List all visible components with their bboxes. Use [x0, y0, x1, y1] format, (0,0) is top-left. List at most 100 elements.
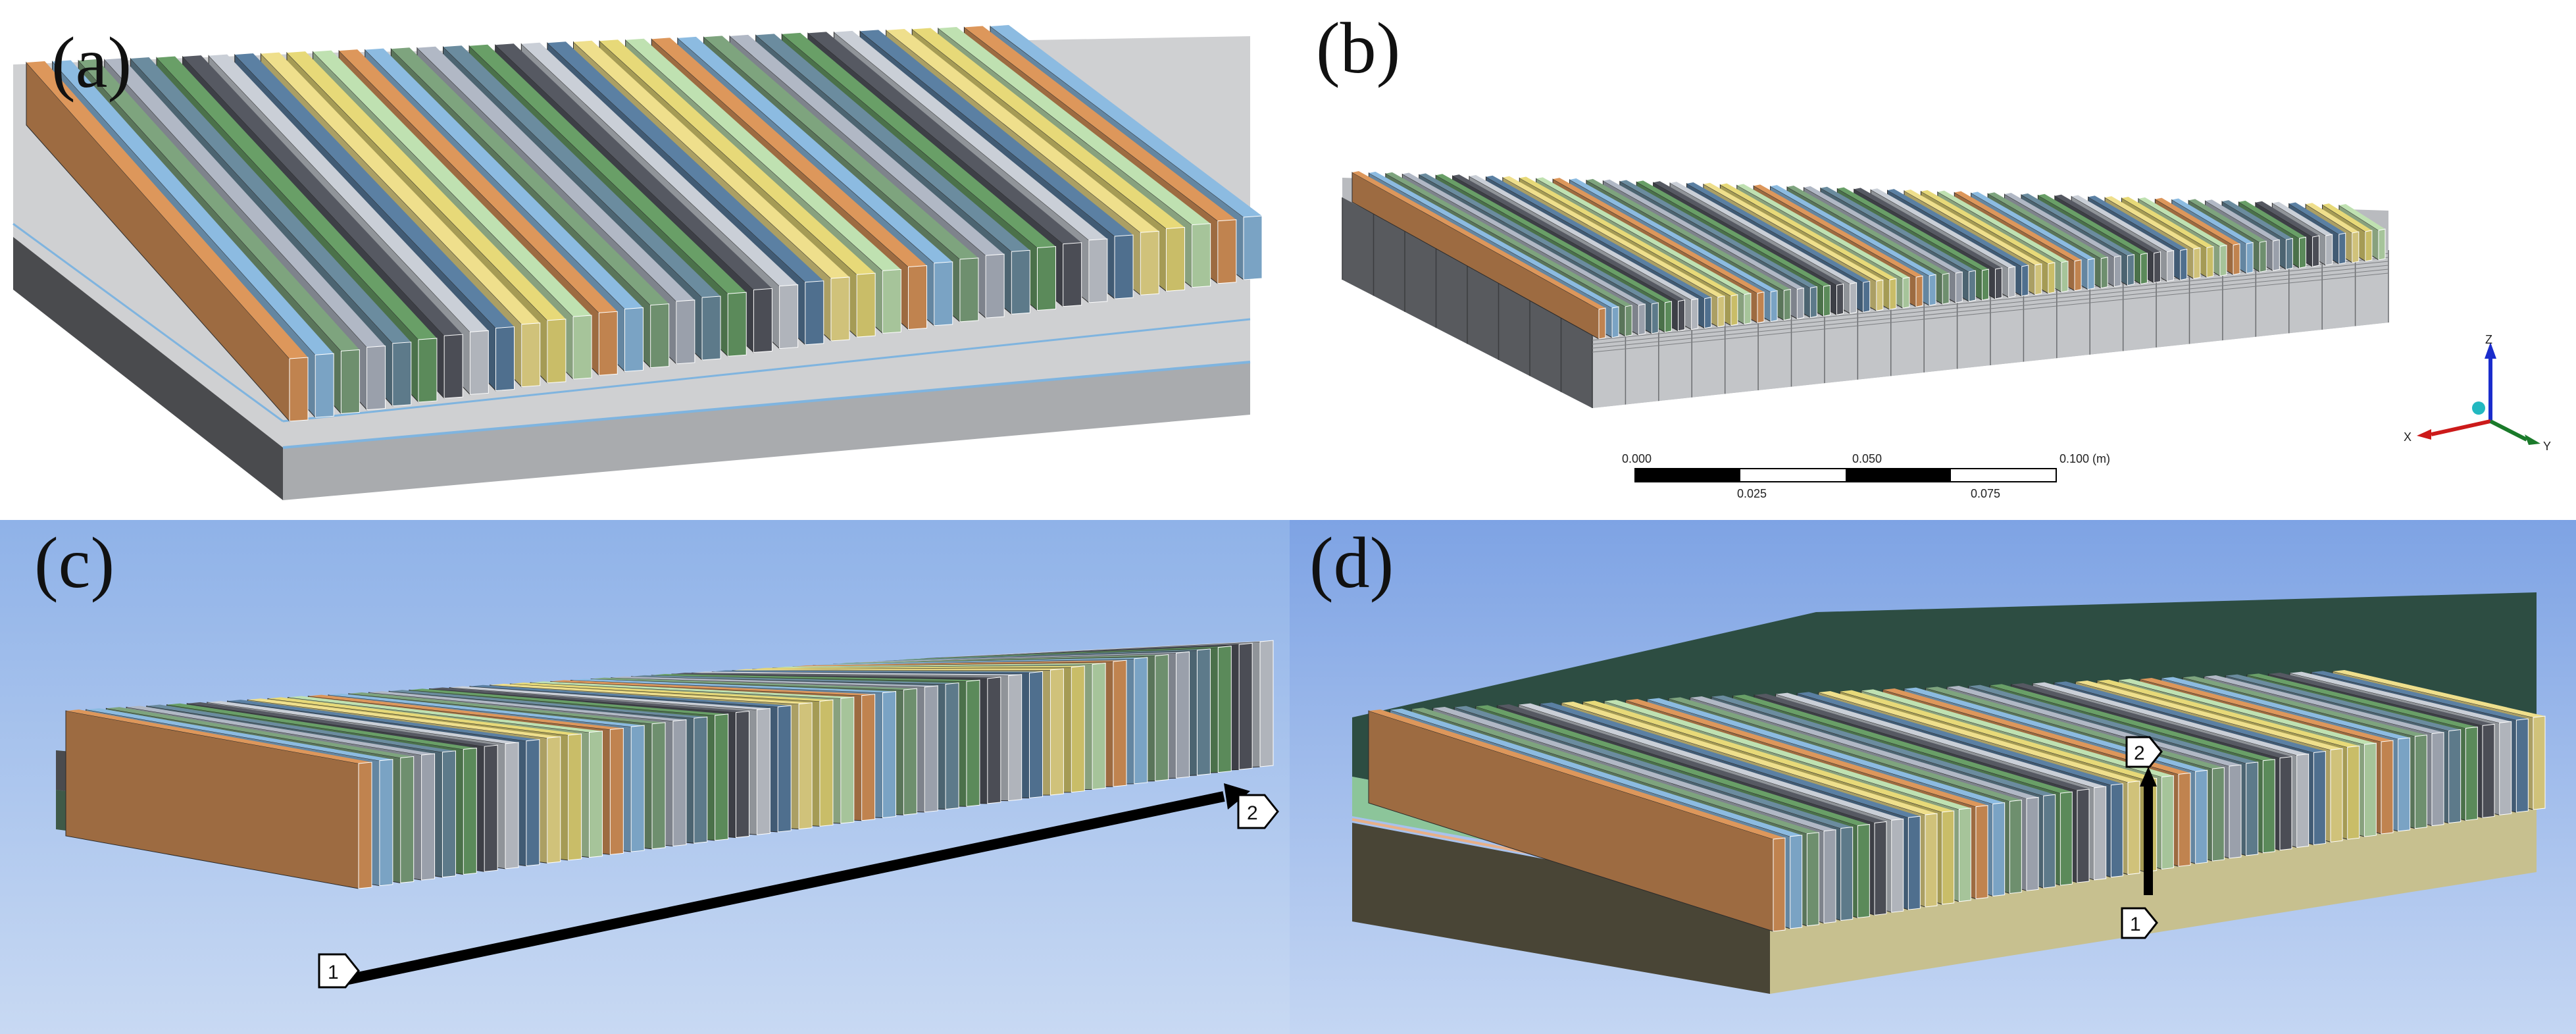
fin-top	[964, 26, 1236, 221]
fin-front	[469, 330, 489, 395]
fin-top	[1536, 177, 1751, 295]
fin-front	[2154, 251, 2161, 284]
fin-top	[2183, 676, 2427, 737]
fin-front	[2259, 240, 2267, 272]
path-end-marker: 2	[2125, 736, 2163, 768]
scale-tick-label: 0.025	[1737, 487, 1767, 500]
heat-sink-path-d: 1 2	[1351, 592, 2546, 994]
fin-top	[1586, 178, 1791, 291]
fin-top	[1653, 181, 1844, 286]
fin-top	[1937, 190, 2068, 263]
fin-top	[1475, 705, 1870, 826]
fin-front	[694, 716, 708, 844]
fin-top	[2021, 193, 2134, 256]
scale-bar: 0.000 0.050 0.100 (m) 0.025 0.075	[1622, 452, 2110, 500]
fin-front	[442, 750, 456, 878]
fin-front	[598, 311, 618, 376]
panel-label: (d)	[1309, 523, 1394, 603]
fin-front	[1981, 269, 1989, 301]
fin-top	[2188, 199, 2267, 243]
fin-top	[2246, 673, 2478, 729]
fin-top	[834, 30, 1107, 240]
fin-top	[2155, 197, 2240, 246]
fin-top	[1770, 185, 1936, 276]
fin-top	[1486, 175, 1711, 299]
fin-front	[1664, 301, 1672, 333]
fin-front	[966, 679, 980, 807]
fin-front	[2262, 759, 2275, 854]
fin-top	[1402, 172, 1646, 305]
fin-front	[2127, 254, 2134, 286]
fin-front	[2043, 794, 2056, 889]
fin-front	[1155, 654, 1169, 782]
fin-top	[2238, 200, 2306, 239]
fin-top	[692, 671, 1022, 676]
fin-front	[2034, 263, 2042, 296]
fin-top	[2054, 681, 2326, 753]
fin-top	[1569, 178, 1778, 292]
fin-front	[715, 713, 729, 841]
fin-front	[2061, 261, 2069, 293]
fin-top	[2033, 682, 2309, 756]
fin-top	[510, 683, 833, 702]
fin-front	[1092, 662, 1106, 790]
mesh-line	[1592, 257, 2389, 337]
fin-top	[1837, 187, 1989, 271]
fin-top	[449, 686, 770, 710]
scale-tick-label: 0.000	[1622, 452, 1652, 465]
fin-top	[2225, 674, 2461, 731]
fin-top	[611, 676, 938, 687]
fin-front	[1874, 821, 1887, 916]
panel-label: (b)	[1316, 8, 1401, 88]
fin-front	[856, 272, 876, 338]
fin-top	[625, 38, 901, 271]
fin-front	[630, 725, 645, 852]
fin-top	[1540, 702, 1921, 818]
fin-front	[2178, 772, 2191, 867]
fin-front	[1891, 818, 1904, 913]
fin-top	[732, 669, 1064, 671]
fin-top	[2288, 202, 2346, 235]
fin-top	[938, 26, 1211, 225]
fin-front	[1902, 276, 1910, 309]
fin-top	[860, 30, 1134, 237]
fin-front	[2110, 783, 2123, 878]
fin-front	[1958, 808, 1971, 902]
fin-front	[289, 357, 309, 422]
fin-front	[1134, 657, 1148, 785]
fin-front	[735, 711, 749, 839]
fin-top	[730, 34, 1005, 256]
fin-top	[187, 702, 498, 747]
fin-top	[873, 648, 1211, 662]
fin-top	[1452, 174, 1685, 301]
fin-front	[1942, 810, 1955, 905]
fin-front	[1857, 823, 1870, 919]
fin-front	[1217, 646, 1232, 773]
fin-front	[2009, 799, 2022, 894]
fin-top	[2004, 193, 2121, 257]
fin-front	[1259, 640, 1274, 767]
fin-front	[2161, 775, 2174, 870]
fin-front	[1770, 290, 1778, 323]
fin-front	[2313, 750, 2326, 846]
fin-top	[712, 670, 1043, 673]
fin-front	[777, 705, 792, 833]
fin-front	[1008, 674, 1023, 802]
fin-top	[782, 32, 1056, 248]
fin-front	[315, 353, 334, 418]
fin-top	[1947, 686, 2241, 766]
fin-top	[2339, 204, 2385, 230]
fin-top	[1797, 692, 2123, 785]
fin-front	[1717, 296, 1725, 328]
panel-a: (a)	[0, 0, 1290, 520]
fin-front	[358, 762, 372, 889]
svg-text:1: 1	[2130, 914, 2141, 935]
fin-front	[2008, 266, 2016, 298]
fin-top	[2311, 671, 2529, 721]
fin-array	[1368, 670, 2546, 932]
fin-top	[1871, 188, 2015, 268]
fin-top	[599, 39, 876, 275]
fin-front	[1192, 223, 1211, 288]
fin-top	[755, 34, 1030, 252]
heat-sink-mesh-b: 0.000 0.050 0.100 (m) 0.025 0.075 Z X Y	[1342, 171, 2551, 500]
